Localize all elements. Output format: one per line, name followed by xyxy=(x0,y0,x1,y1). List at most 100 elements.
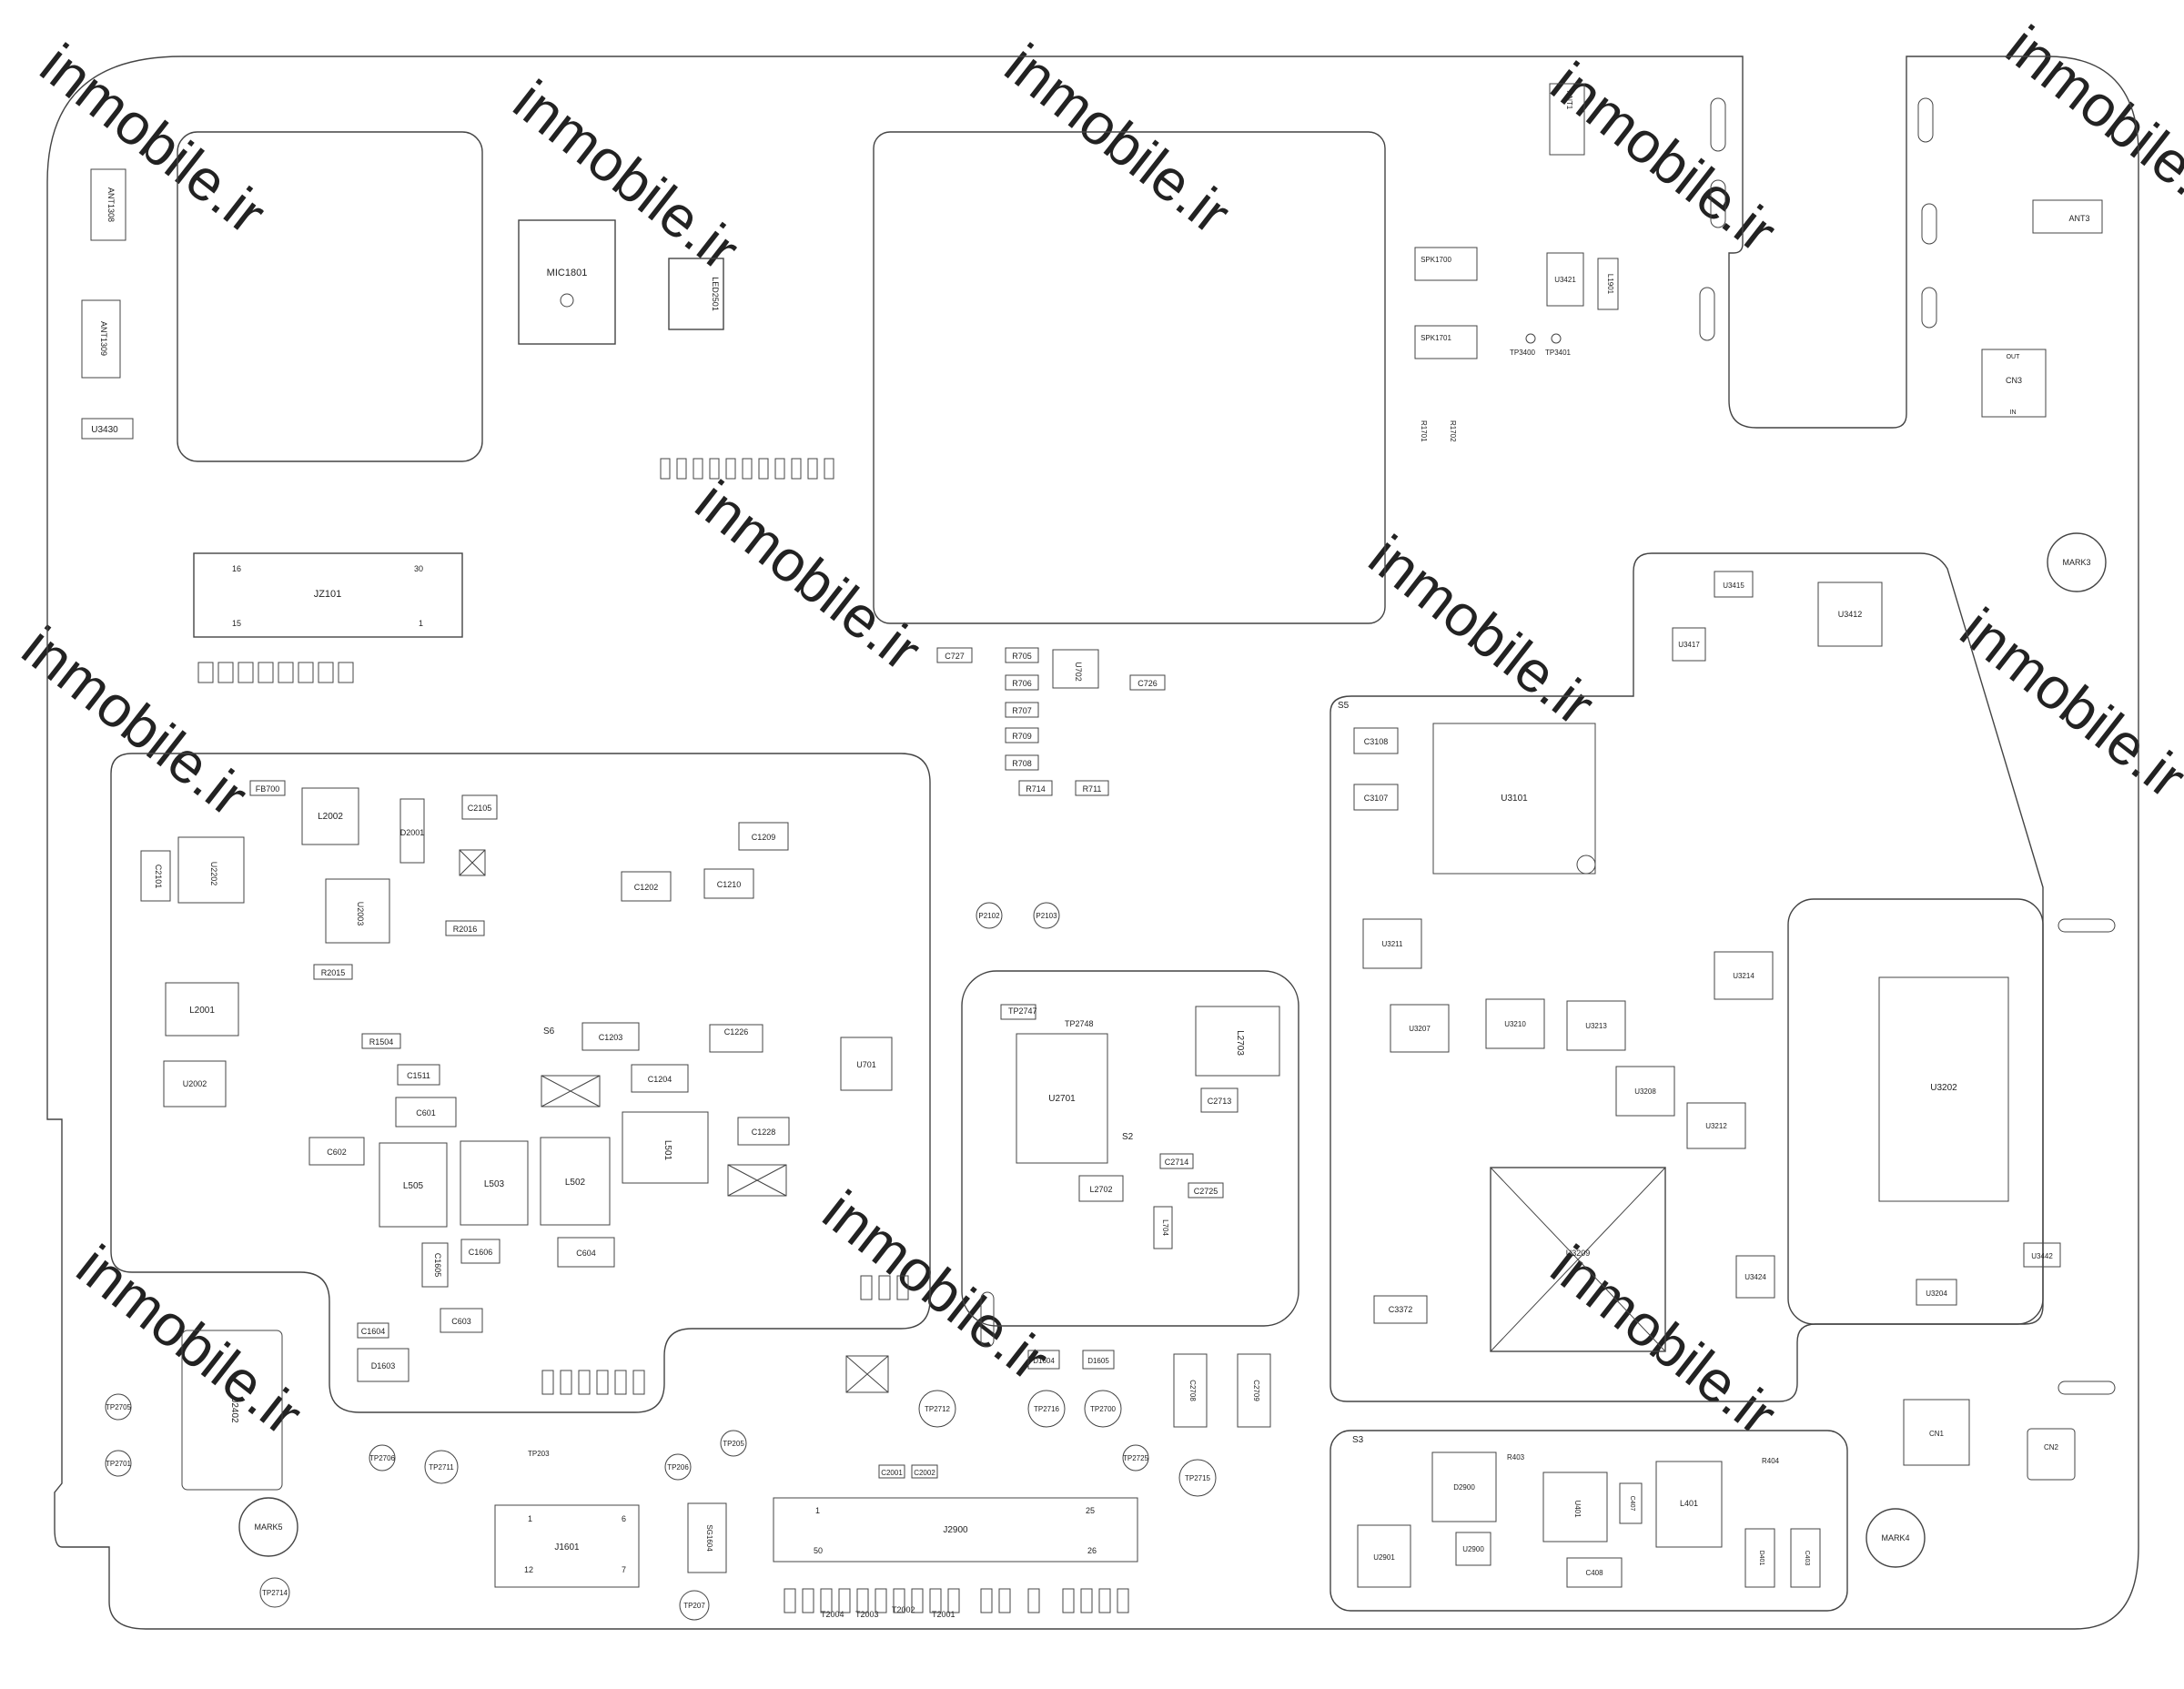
component-label: C408 xyxy=(1585,1569,1603,1577)
pin-label: 12 xyxy=(524,1565,533,1574)
watermark-text: inmobile.ir xyxy=(1357,522,1606,737)
component-label: U3210 xyxy=(1504,1020,1526,1028)
component-label: ANT3 xyxy=(2068,214,2089,223)
diode-d2001 xyxy=(399,798,425,864)
test-point xyxy=(424,1450,459,1484)
component-label: C2001 xyxy=(881,1469,903,1477)
component-label: L2002 xyxy=(318,812,343,822)
capacitor-c1226 xyxy=(709,1024,763,1053)
shield-can-left xyxy=(177,131,483,462)
resistor-r707 xyxy=(1005,702,1039,718)
component-label: MARK4 xyxy=(1881,1533,1909,1542)
pin1-marker xyxy=(1576,855,1596,875)
mic-port xyxy=(560,293,574,308)
pad-tp3401 xyxy=(1551,333,1562,344)
component-label: TP2716 xyxy=(1034,1405,1060,1413)
capacitor-c727 xyxy=(936,647,973,663)
resistor-r714 xyxy=(1018,780,1053,796)
resistor-r706 xyxy=(1005,674,1039,691)
inductor-l2002 xyxy=(301,787,359,845)
chip-u3430 xyxy=(81,418,134,440)
test-point xyxy=(1122,1444,1149,1472)
component-label: U3204 xyxy=(1926,1290,1947,1298)
shield-region-s2 xyxy=(961,970,1299,1327)
component-label: U2901 xyxy=(1373,1553,1395,1562)
component-label: C1202 xyxy=(634,883,659,892)
test-point xyxy=(1178,1459,1217,1497)
component-label: TP207 xyxy=(683,1602,705,1610)
capacitor-c602 xyxy=(308,1137,365,1166)
resistor-r705 xyxy=(1005,647,1039,663)
component-label: ANT1308 xyxy=(106,187,116,222)
antenna-ant1 xyxy=(1549,83,1585,156)
pad-tp2747 xyxy=(1000,1004,1036,1020)
component-label: U2003 xyxy=(356,902,365,926)
component-label: T2003 xyxy=(855,1610,879,1619)
component-label: C2709 xyxy=(1252,1380,1260,1401)
component-label: C601 xyxy=(416,1108,436,1118)
capacitor-c1228 xyxy=(737,1117,790,1146)
component-label: TP2725 xyxy=(1123,1454,1149,1462)
capacitor-c1605 xyxy=(421,1242,449,1288)
component-label: L1901 xyxy=(1606,274,1614,295)
led-led2501 xyxy=(668,258,724,330)
component-label: C2708 xyxy=(1188,1380,1197,1401)
inductor-l2001 xyxy=(165,982,239,1037)
component-label: J2402 xyxy=(229,1398,239,1423)
component-label: TP2714 xyxy=(262,1589,288,1597)
component-label: R2016 xyxy=(453,925,478,934)
chip-u702 xyxy=(1052,649,1099,689)
component-label: C2725 xyxy=(1194,1187,1218,1196)
component-label: C2002 xyxy=(914,1469,935,1477)
inductor-l501 xyxy=(622,1111,709,1184)
component-label: R714 xyxy=(1026,784,1046,794)
test-point xyxy=(679,1590,710,1621)
capacitor-c2101 xyxy=(140,850,171,902)
component-label: C603 xyxy=(451,1317,471,1326)
chip-u2701 xyxy=(1016,1033,1108,1164)
component-label: R705 xyxy=(1012,652,1032,661)
component-label: U2002 xyxy=(183,1079,207,1088)
component-label: C1226 xyxy=(724,1027,749,1037)
chip-u3421 xyxy=(1546,252,1584,307)
component-label: MARK3 xyxy=(2062,558,2090,567)
shield-region-u3202 xyxy=(1787,898,2044,1325)
watermark-text: inmobile.ir xyxy=(683,468,933,683)
connector-jz101 xyxy=(193,552,463,638)
chip-u2002 xyxy=(163,1060,227,1107)
chip-u3209 xyxy=(1490,1167,1666,1352)
chip-u3202 xyxy=(1878,976,2009,1202)
component-c2709 xyxy=(1237,1353,1271,1428)
shield-region-s5 xyxy=(1330,552,2044,1402)
pin-label: 1 xyxy=(419,619,423,628)
pad-tp3400 xyxy=(1525,333,1536,344)
component-label: C1606 xyxy=(469,1248,493,1257)
microphone-mic1801 xyxy=(518,219,616,345)
component-label: CN3 xyxy=(2006,376,2022,385)
connector-j1601 xyxy=(494,1504,640,1588)
chip-u3417 xyxy=(1672,627,1706,662)
capacitor-c3107 xyxy=(1353,784,1399,811)
fiducial-mark4 xyxy=(1866,1508,1926,1568)
component-label: CN2 xyxy=(2044,1443,2059,1451)
component-label: SPK1701 xyxy=(1421,334,1451,342)
component-label: L401 xyxy=(1680,1499,1698,1508)
component-label: L704 xyxy=(1161,1219,1169,1236)
fiducial-mark5 xyxy=(238,1497,298,1557)
component-label: U3211 xyxy=(1382,940,1404,948)
sg1604 xyxy=(687,1502,727,1573)
capacitor-c1203 xyxy=(581,1022,640,1051)
capacitor-c408 xyxy=(1566,1557,1623,1588)
test-point xyxy=(664,1453,692,1481)
component-label: FB700 xyxy=(256,784,280,794)
watermark-text: inmobile.ir xyxy=(65,1232,314,1447)
component-label: T2002 xyxy=(892,1605,915,1614)
capacitor-c2713 xyxy=(1200,1087,1239,1113)
watermark-text: inmobile.ir xyxy=(1948,595,2184,810)
component-label: U3212 xyxy=(1705,1122,1727,1130)
chip-u401 xyxy=(1542,1472,1608,1542)
component-label: C2714 xyxy=(1165,1158,1189,1167)
capacitor-c1210 xyxy=(703,868,754,899)
component-label: U3412 xyxy=(1838,610,1863,619)
inductor-l2702 xyxy=(1078,1175,1124,1202)
